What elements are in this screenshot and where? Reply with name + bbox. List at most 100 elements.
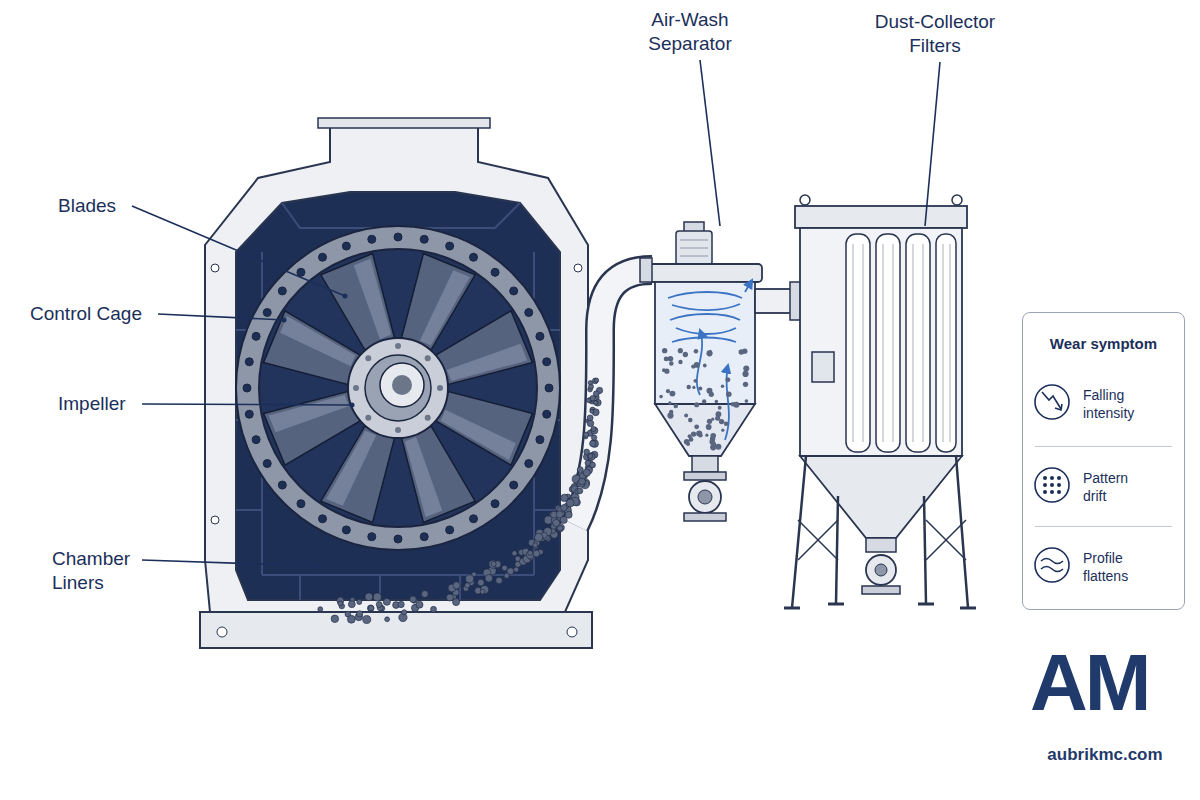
symptom-icons (1035, 385, 1069, 582)
cage-hole (394, 535, 402, 543)
symptom-row: Pattern drift (1035, 446, 1172, 526)
separator-particle (743, 366, 749, 372)
cage-hole (252, 332, 260, 340)
part-label: Blades (58, 194, 116, 218)
website-url: aubrikmc.com (1020, 744, 1190, 766)
cage-hole (491, 268, 499, 276)
cage-hole (394, 233, 402, 241)
dot-grid-icon (1043, 476, 1061, 494)
cage-hole (545, 384, 553, 392)
shot-particle (385, 617, 390, 622)
shot-particle (466, 575, 474, 583)
shot-particle (590, 409, 594, 413)
cage-hole (342, 526, 350, 534)
shot-particle (593, 401, 597, 405)
shot-particle (478, 579, 485, 586)
shot-particle (480, 585, 488, 593)
shot-particle (496, 577, 503, 584)
separator-particle (694, 424, 699, 429)
shot-particle (368, 605, 374, 611)
separator-particle (743, 382, 748, 387)
shot-particle (589, 384, 594, 389)
separator-particles (659, 348, 749, 450)
separator-particle (710, 433, 716, 439)
separator-particle (716, 444, 722, 450)
dust-collector (784, 195, 976, 608)
separator-particle (725, 377, 730, 382)
separator-particle (694, 362, 700, 368)
shot-particle (528, 550, 533, 555)
shot-particle (410, 596, 416, 602)
shot-particle (480, 589, 485, 594)
shot-particle (398, 601, 404, 607)
shot-particle (367, 605, 373, 611)
shot-particle (535, 533, 543, 541)
separator-particle (716, 411, 722, 417)
part-label: Control Cage (30, 302, 142, 326)
cage-hole (243, 384, 251, 392)
shot-particle (587, 420, 594, 427)
shot-particle (577, 488, 583, 494)
cage-hole (446, 526, 454, 534)
separator-particle (715, 400, 719, 404)
impeller-bolt (365, 415, 371, 421)
symptom-panel: Falling intensityPattern driftProfile fl… (1022, 312, 1185, 610)
shot-stream (318, 378, 603, 624)
impeller-bolt (425, 415, 431, 421)
shot-particle (584, 432, 589, 437)
separator-particle (678, 360, 682, 364)
shot-particle (485, 574, 493, 582)
separator-particle (662, 348, 667, 353)
shot-particle (347, 615, 355, 623)
part-label: Dust-Collector Filters (860, 10, 1010, 58)
shot-particle (514, 567, 519, 572)
separator-particle (678, 348, 683, 353)
shot-particle (566, 499, 574, 507)
separator-particle (721, 428, 724, 431)
cage-hole (297, 268, 305, 276)
impeller-bolt (425, 355, 431, 361)
shot-particle (504, 573, 509, 578)
cage-hole (245, 358, 253, 366)
shot-particle (446, 594, 453, 601)
cage-hole (470, 515, 478, 523)
cage-hole (297, 500, 305, 508)
shot-particle (318, 607, 323, 612)
leader-ends (282, 294, 355, 569)
separator-particle (662, 368, 666, 372)
cage-hole (263, 309, 271, 317)
shot-particle (453, 582, 460, 589)
shot-particle (356, 611, 362, 617)
separator-particle (711, 418, 714, 421)
part-label: Air-Wash Separator (630, 8, 750, 56)
cage-hole (446, 242, 454, 250)
shot-particle (431, 606, 437, 612)
symptom-text: Falling intensity (1083, 386, 1155, 422)
cage-hole (368, 533, 376, 541)
cage-hole (543, 358, 551, 366)
part-label: Chamber Liners (52, 547, 144, 595)
separator-particle (726, 391, 732, 397)
shot-particle (590, 440, 596, 446)
shot-particle (376, 602, 382, 608)
shot-particle (579, 478, 586, 485)
impeller (348, 338, 448, 438)
hub (365, 355, 431, 421)
cage-hole (525, 309, 533, 317)
shot-particle (502, 565, 508, 571)
shot-particle (383, 598, 390, 605)
separator-particle (694, 402, 699, 407)
separator-particle (709, 350, 712, 353)
part-label: Impeller (58, 392, 126, 416)
shot-particle (357, 599, 362, 604)
separator-particle (711, 442, 716, 447)
separator-particle (706, 424, 712, 430)
separator-particle (692, 386, 695, 389)
separator-particle (745, 399, 749, 403)
cage-hole (543, 410, 551, 418)
air-wash-separator (640, 222, 762, 521)
impeller-bolt (395, 343, 401, 349)
separator-particle (684, 413, 688, 417)
cage-hole (278, 287, 286, 295)
